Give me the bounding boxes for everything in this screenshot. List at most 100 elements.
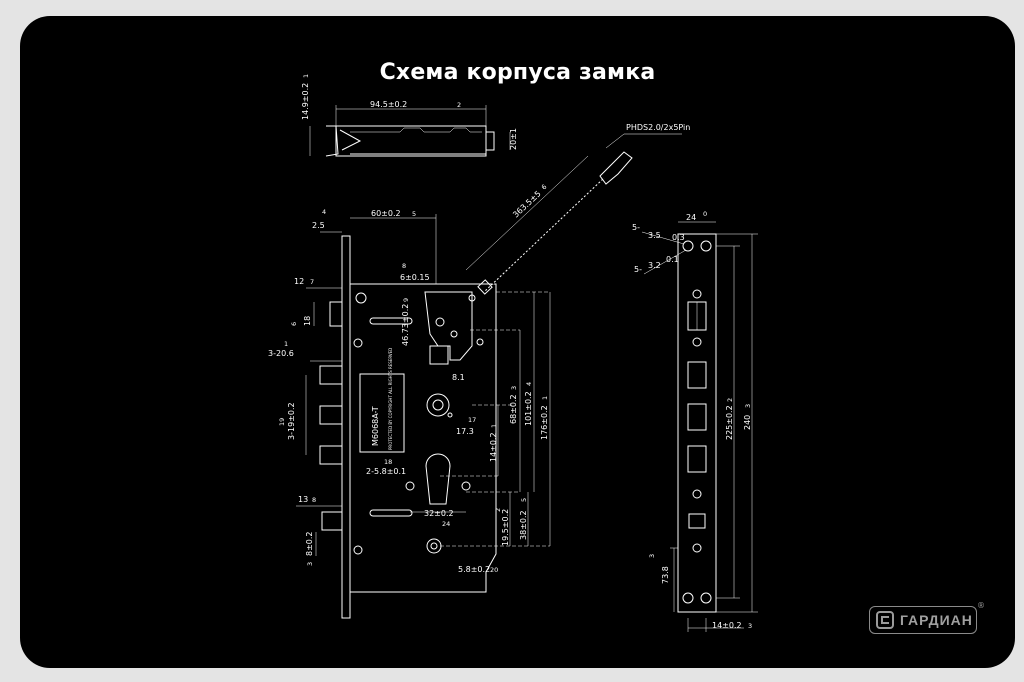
screws-num: 18	[384, 458, 392, 466]
mount-hole-bottom	[353, 545, 363, 555]
hub-hole	[435, 317, 445, 327]
top-thickness-label: 14.9±0.2	[301, 83, 310, 120]
cyl-screw-right	[461, 481, 471, 491]
deadlatch-num: 8	[312, 496, 316, 504]
deadlatch-block	[321, 511, 343, 531]
latch-width-label: 12	[294, 277, 304, 286]
front-width-label: 24	[686, 213, 696, 222]
hole-top-prefix: 5-	[632, 223, 640, 232]
latch-width-num: 7	[310, 278, 314, 286]
model-plate	[359, 373, 405, 453]
bottom-screw-num: 20	[490, 566, 498, 574]
slot-top	[369, 317, 413, 325]
hole-low-prefix: 5-	[634, 265, 642, 274]
model-plate-small: PROTECTED BY COPYRIGHT ALL RIGHTS RESERV…	[388, 348, 393, 450]
dim-176-num: 1	[541, 396, 549, 400]
deadlatch-label: 13	[298, 495, 308, 504]
rosette-outer	[426, 393, 450, 417]
faceplate-offset-label: 2.5	[312, 221, 325, 230]
top-view-body	[335, 125, 487, 157]
front-deadlatch	[688, 513, 706, 529]
side-case	[349, 283, 497, 593]
side-faceplate	[341, 235, 351, 619]
front-width-num: 0	[703, 210, 707, 218]
spindle-square-label: 8.1	[452, 373, 465, 382]
mount-hole-2	[353, 338, 363, 348]
bolt-throw-num: 1	[284, 340, 288, 348]
bolt-3	[319, 445, 343, 465]
mount-hole-top	[355, 292, 367, 304]
spindle-square	[429, 345, 449, 365]
base-14-label: 14±0.2	[712, 621, 742, 630]
latch-height-label: 18	[303, 316, 312, 326]
height-225-label: 225±0.2	[725, 405, 734, 440]
cyl-screw-left	[405, 481, 415, 491]
front-bolt-1	[687, 361, 707, 389]
height-225-num: 2	[726, 398, 734, 402]
spindle-offset-num: 9	[402, 298, 410, 302]
slot-bottom	[369, 509, 413, 517]
square-spindle-num: 8	[402, 262, 406, 270]
cylinder-cutout	[425, 453, 451, 505]
dim-19-5-label: 19.5±0.2	[501, 509, 510, 546]
front-hole-tr	[700, 240, 712, 252]
hole-low-val: 3.2	[648, 261, 661, 270]
brand-g-icon	[876, 611, 894, 629]
rosette-inner	[432, 399, 444, 411]
height-240-label: 240	[743, 415, 752, 430]
brand-registered: ®	[977, 601, 985, 610]
bottom-screw-label: 5.8±0.2	[458, 565, 490, 574]
dim-68-num: 3	[510, 386, 518, 390]
dim-101-label: 101±0.2	[524, 391, 533, 426]
cable-length-label: 363.5±5	[511, 189, 543, 219]
diagram-card: Схема корпуса замка 94.5±0.2 2 14.9±0.2 …	[20, 16, 1015, 668]
latch	[329, 301, 343, 327]
dim-38-num: 5	[520, 498, 528, 502]
connector-label: PHDS2.0/2x5Pin	[626, 123, 690, 132]
cable-num: 6	[540, 183, 548, 192]
connector	[599, 151, 633, 185]
hub-screw-2	[476, 338, 484, 346]
front-bolt-3	[687, 445, 707, 473]
top-length-num: 2	[457, 101, 461, 109]
square-spindle-label: 6±0.15	[400, 273, 430, 282]
brand-name: ГАРДИАН	[900, 612, 973, 628]
cylinder-x-label: 17.3	[456, 427, 474, 436]
backset-num: 5	[412, 210, 416, 218]
front-hole-bl	[682, 592, 694, 604]
cylinder-pitch-label: 32±0.2	[424, 509, 454, 518]
bottom-num: 3	[306, 562, 314, 566]
hub-screw	[468, 294, 476, 302]
latch-height-num: 6	[290, 322, 298, 326]
height-240-num: 3	[744, 404, 752, 408]
diagram-title: Схема корпуса замка	[379, 60, 656, 85]
bolt-2	[319, 405, 343, 425]
bottom-73-8-num: 3	[648, 554, 656, 558]
bottom-screw	[426, 538, 442, 554]
backset-label: 60±0.2	[371, 209, 401, 218]
spindle-hub	[424, 291, 473, 361]
cylinder-x-num: 17	[468, 416, 476, 424]
faceplate-offset-num: 4	[322, 208, 326, 216]
model-plate-label: M6068A-T	[371, 406, 380, 446]
dim-68-label: 68±0.2	[509, 394, 518, 424]
cylinder-pitch-num: 24	[442, 520, 450, 528]
top-height-label: 20±1	[509, 128, 518, 150]
front-faceplate	[677, 233, 717, 613]
cable: PHDS2.0/2x5Pin 363.5±5 6	[465, 123, 690, 295]
lock-body-drawing: 94.5±0.2 2 14.9±0.2 1 20±1	[268, 74, 758, 632]
front-bolt-2	[687, 403, 707, 431]
bottom-label: 8±0.2	[305, 531, 314, 556]
bolt-throw-label: 3-20.6	[268, 349, 294, 358]
dim-38-label: 38±0.2	[519, 510, 528, 540]
top-view: 94.5±0.2 2 14.9±0.2 1 20±1	[301, 74, 518, 157]
base-14-num: 3	[748, 622, 752, 630]
hole-top-tol: 0.3	[672, 233, 685, 242]
spindle-offset-label: 46.73±0.2	[401, 304, 410, 346]
front-hole-tl	[682, 240, 694, 252]
screws-label: 2-5.8±0.1	[366, 467, 406, 476]
front-hole-br	[700, 592, 712, 604]
front-view: 24 0 5- 3.5 0.3 5- 3.2 0.1 225±0.2 2 240…	[632, 210, 758, 632]
brand-logo: ГАРДИАН ®	[869, 601, 985, 634]
dim-101-num: 4	[525, 382, 533, 386]
